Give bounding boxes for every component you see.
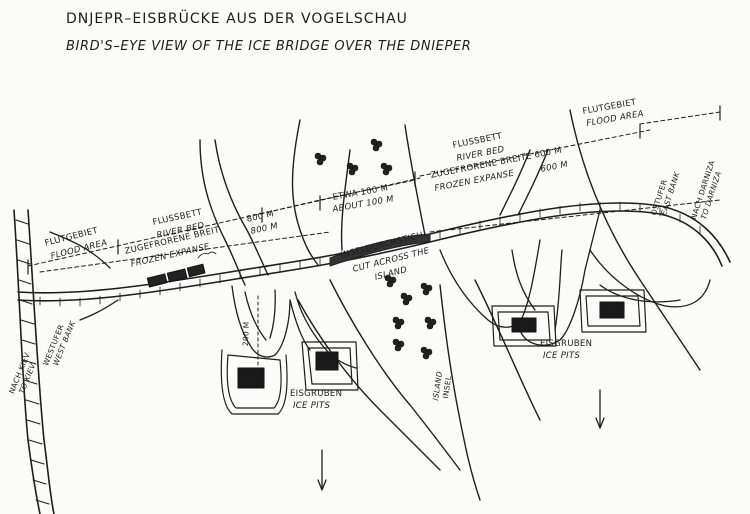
ice-pits-east-en: ICE PITS (543, 351, 581, 361)
tree-icon (392, 338, 405, 352)
island-trees (314, 138, 437, 360)
east-pit-enclosures (491, 289, 647, 347)
tree-icon (380, 162, 393, 176)
ice-pits-east-de: EISGRUBEN (540, 339, 593, 349)
tree-icon (370, 138, 383, 152)
tree-icon (424, 316, 437, 330)
island-outline (404, 124, 541, 501)
west-ramps (49, 231, 357, 369)
east-ramps (439, 209, 711, 346)
arrow-down-icon (595, 389, 605, 429)
tree-icon (346, 162, 359, 176)
tree-icon (314, 152, 327, 166)
ice-pits-west-de: EISGRUBEN (290, 389, 343, 399)
tree-icon (400, 292, 413, 306)
west-pit-enclosures (220, 341, 359, 415)
tree-icon (384, 274, 397, 288)
title-german: DNJEPR–EISBRÜCKE AUS DER VOGELSCHAU (66, 11, 408, 27)
west-channel (199, 119, 461, 471)
east-channel (499, 109, 701, 371)
flow-arrows (317, 389, 605, 491)
train (146, 251, 217, 288)
dimension-ticks (27, 105, 721, 275)
tree-icon (420, 346, 433, 360)
depth-200m-label: 200 M (241, 321, 251, 347)
arrow-down-icon (317, 449, 327, 491)
island-cut-section (329, 233, 431, 267)
tree-icon (392, 316, 405, 330)
west-ice-pits (237, 351, 339, 389)
ice-pits-west-en: ICE PITS (293, 401, 331, 411)
west-bank-shore (13, 209, 55, 514)
east-ice-pits (511, 301, 625, 333)
title-english: BIRD'S–EYE VIEW OF THE ICE BRIDGE OVER T… (66, 39, 472, 54)
tree-icon (420, 282, 433, 296)
dimension-lines (27, 111, 721, 273)
